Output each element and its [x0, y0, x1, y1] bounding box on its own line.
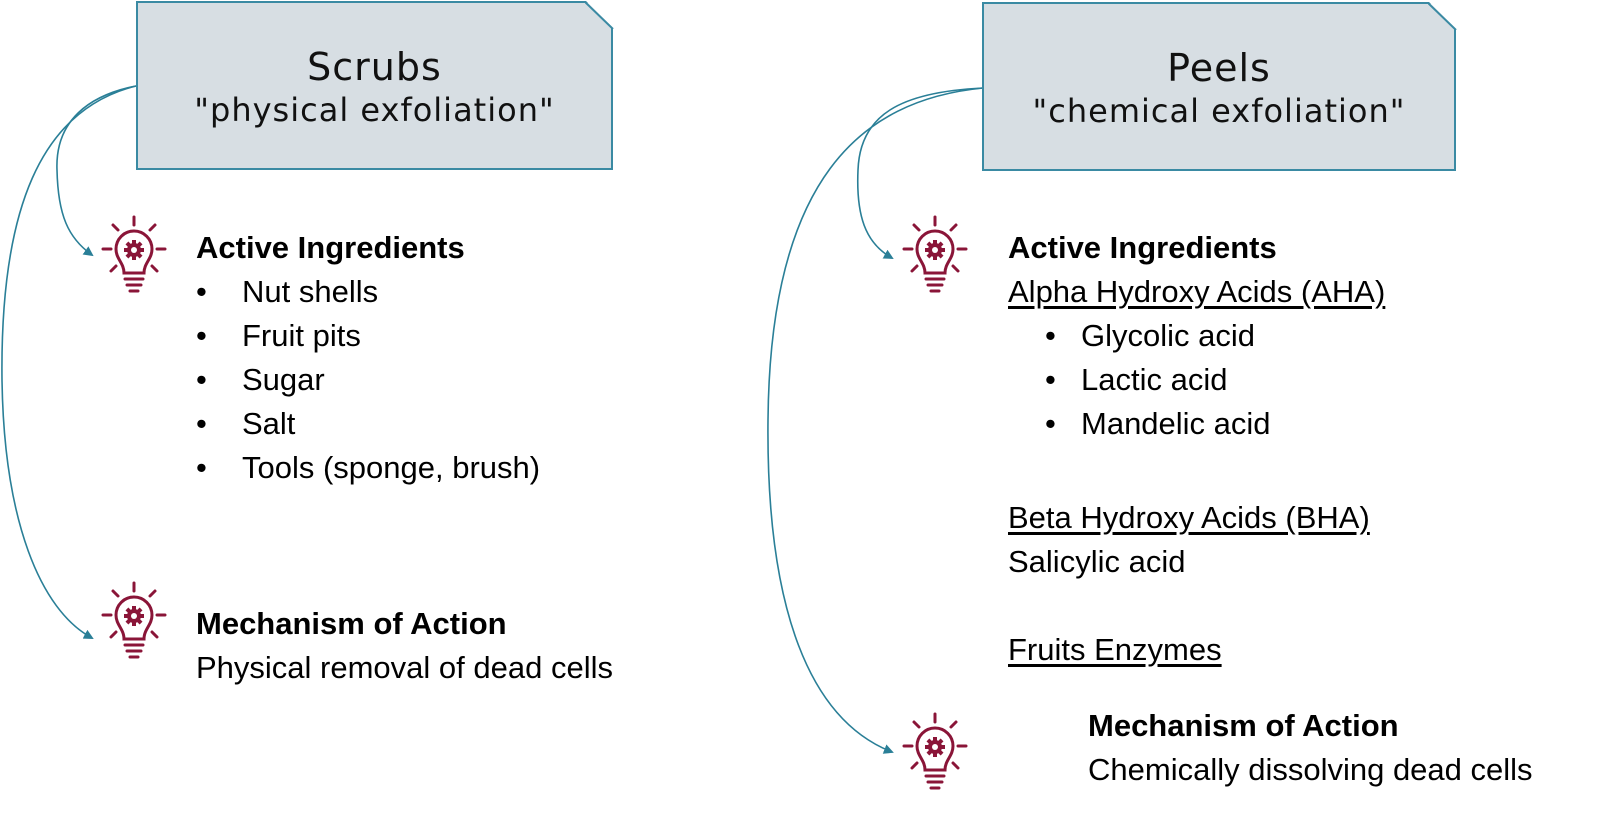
- enzymes-heading: Fruits Enzymes: [1008, 632, 1222, 667]
- list-item: Glycolic acid: [1045, 314, 1271, 358]
- scrubs-active-heading: Active Ingredients: [196, 230, 465, 265]
- aha-heading: Alpha Hydroxy Acids (AHA): [1008, 274, 1386, 309]
- arrow-peels-to-mechanism: [767, 87, 984, 754]
- list-item: Fruit pits: [196, 314, 540, 358]
- peels-mechanism-heading: Mechanism of Action: [1088, 708, 1399, 743]
- scrubs-header-corner: [585, 1, 614, 30]
- scrubs-subtitle: "physical exfoliation": [194, 91, 555, 129]
- bha-text: Salicylic acid: [1008, 544, 1186, 579]
- lightbulb-gear-icon: [101, 215, 167, 293]
- scrubs-mechanism-text: Physical removal of dead cells: [196, 650, 613, 685]
- peels-header: Peels "chemical exfoliation": [982, 2, 1456, 171]
- peels-header-corner: [1428, 2, 1457, 31]
- peels-mechanism-text: Chemically dissolving dead cells: [1088, 752, 1533, 787]
- list-item: Nut shells: [196, 270, 540, 314]
- peels-active-heading: Active Ingredients: [1008, 230, 1277, 265]
- lightbulb-gear-icon: [902, 215, 968, 293]
- scrubs-title: Scrubs: [307, 45, 442, 89]
- list-item: Lactic acid: [1045, 358, 1271, 402]
- scrubs-header: Scrubs "physical exfoliation": [136, 1, 613, 170]
- bha-heading: Beta Hydroxy Acids (BHA): [1008, 500, 1370, 535]
- arrow-peels-to-active: [856, 87, 984, 259]
- peels-title: Peels: [1167, 46, 1271, 90]
- arrow-scrubs-to-active: [56, 85, 137, 257]
- list-item: Mandelic acid: [1045, 402, 1271, 446]
- peels-subtitle: "chemical exfoliation": [1032, 92, 1406, 130]
- aha-list: Glycolic acid Lactic acid Mandelic acid: [1045, 314, 1271, 446]
- list-item: Tools (sponge, brush): [196, 446, 540, 490]
- scrubs-mechanism-heading: Mechanism of Action: [196, 606, 507, 641]
- list-item: Sugar: [196, 358, 540, 402]
- scrubs-active-list: Nut shells Fruit pits Sugar Salt Tools (…: [196, 270, 540, 490]
- arrow-scrubs-to-mechanism: [1, 85, 137, 639]
- list-item: Salt: [196, 402, 540, 446]
- lightbulb-gear-icon: [902, 712, 968, 790]
- lightbulb-gear-icon: [101, 581, 167, 659]
